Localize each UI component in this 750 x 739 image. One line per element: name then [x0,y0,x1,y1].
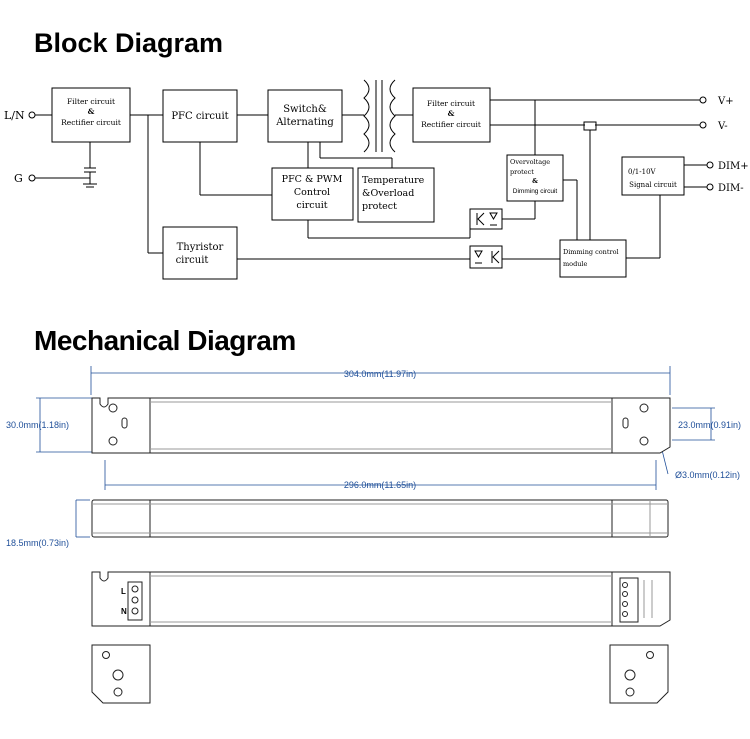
optocoupler-top-icon [476,212,498,226]
vplus-terminal-icon [699,96,707,104]
length-dimension: 304.0mm(11.97in) [344,369,416,379]
thyristor-line1: Thyristor [177,242,224,253]
overvoltage-line1: Overvoltage [510,158,550,166]
pfc-pwm-block [271,167,354,221]
dimplus-label: DIM+ [718,161,749,172]
mechanical-diagram-title: Mechanical Diagram [34,325,296,356]
dimming-module-block [559,239,627,278]
overvoltage-line4: Dimming circuit [513,188,558,195]
optocoupler-top [469,208,503,230]
input-filter-line2: & [88,107,95,116]
input-filter-line1: Filter circuit [67,97,115,106]
switch-line1: Switch& [283,104,327,115]
signal-line2: Signal circuit [629,181,677,189]
ln-label: L/N [4,109,25,122]
mosfet-icon [583,121,597,131]
g-terminal-icon [28,174,36,182]
pfc-pwm-line3: circuit [296,200,327,211]
pfc-pwm-line2: Control [294,187,330,198]
switch-line2: Alternating [275,117,334,128]
dimming-module-line2: module [563,260,588,268]
signal-line1: 0/1-10V [628,168,657,176]
ln-terminal-icon [28,111,36,119]
terminal-n-label: N [121,607,127,616]
pfc-pwm-line1: PFC & PWM [282,174,343,185]
output-filter-line2: & [448,109,455,118]
dimming-module-line1: Dimming control [563,248,619,256]
vminus-terminal-icon [699,121,707,129]
output-filter-line3: Rectifier circuit [421,120,481,129]
vplus-label: V+ [717,96,734,107]
right-end-cap [609,644,669,704]
switch-block [267,89,343,143]
transformer-icon [363,79,396,153]
input-filter-line3: Rectifier circuit [61,118,121,127]
dimminus-label: DIM- [718,183,744,194]
block-diagram-title: Block Diagram [34,28,223,58]
overvoltage-line2: protect [510,168,534,176]
temperature-line1: Temperature [362,175,425,186]
optocoupler-bottom [469,245,503,269]
height-dimension: 30.0mm(1.18in) [6,420,69,430]
hole-dimension: Ø3.0mm(0.12in) [675,470,740,480]
side-view [91,499,669,538]
output-filter-line1: Filter circuit [427,99,475,108]
terminal-view [91,571,671,627]
thyristor-line2: circuit [176,255,209,266]
pfc-label: PFC circuit [171,111,228,122]
dimplus-terminal-icon [706,161,714,169]
hole-spacing-dimension: 296.0mm(11.65in) [344,480,416,490]
inner-height-dimension: 23.0mm(0.91in) [678,420,741,430]
top-view [91,397,671,454]
overvoltage-line3: & [532,177,538,185]
terminal-l-label: L [121,587,126,596]
temperature-line2: &Overload [362,188,414,199]
signal-block [621,156,685,196]
vminus-label: V- [717,121,728,132]
temperature-line3: protect [362,201,397,212]
g-label: G [14,172,23,185]
thickness-dimension: 18.5mm(0.73in) [6,538,69,548]
temperature-block [357,167,435,223]
optocoupler-bottom-icon [474,250,500,264]
thyristor-block [162,226,238,280]
dimminus-terminal-icon [706,183,714,191]
